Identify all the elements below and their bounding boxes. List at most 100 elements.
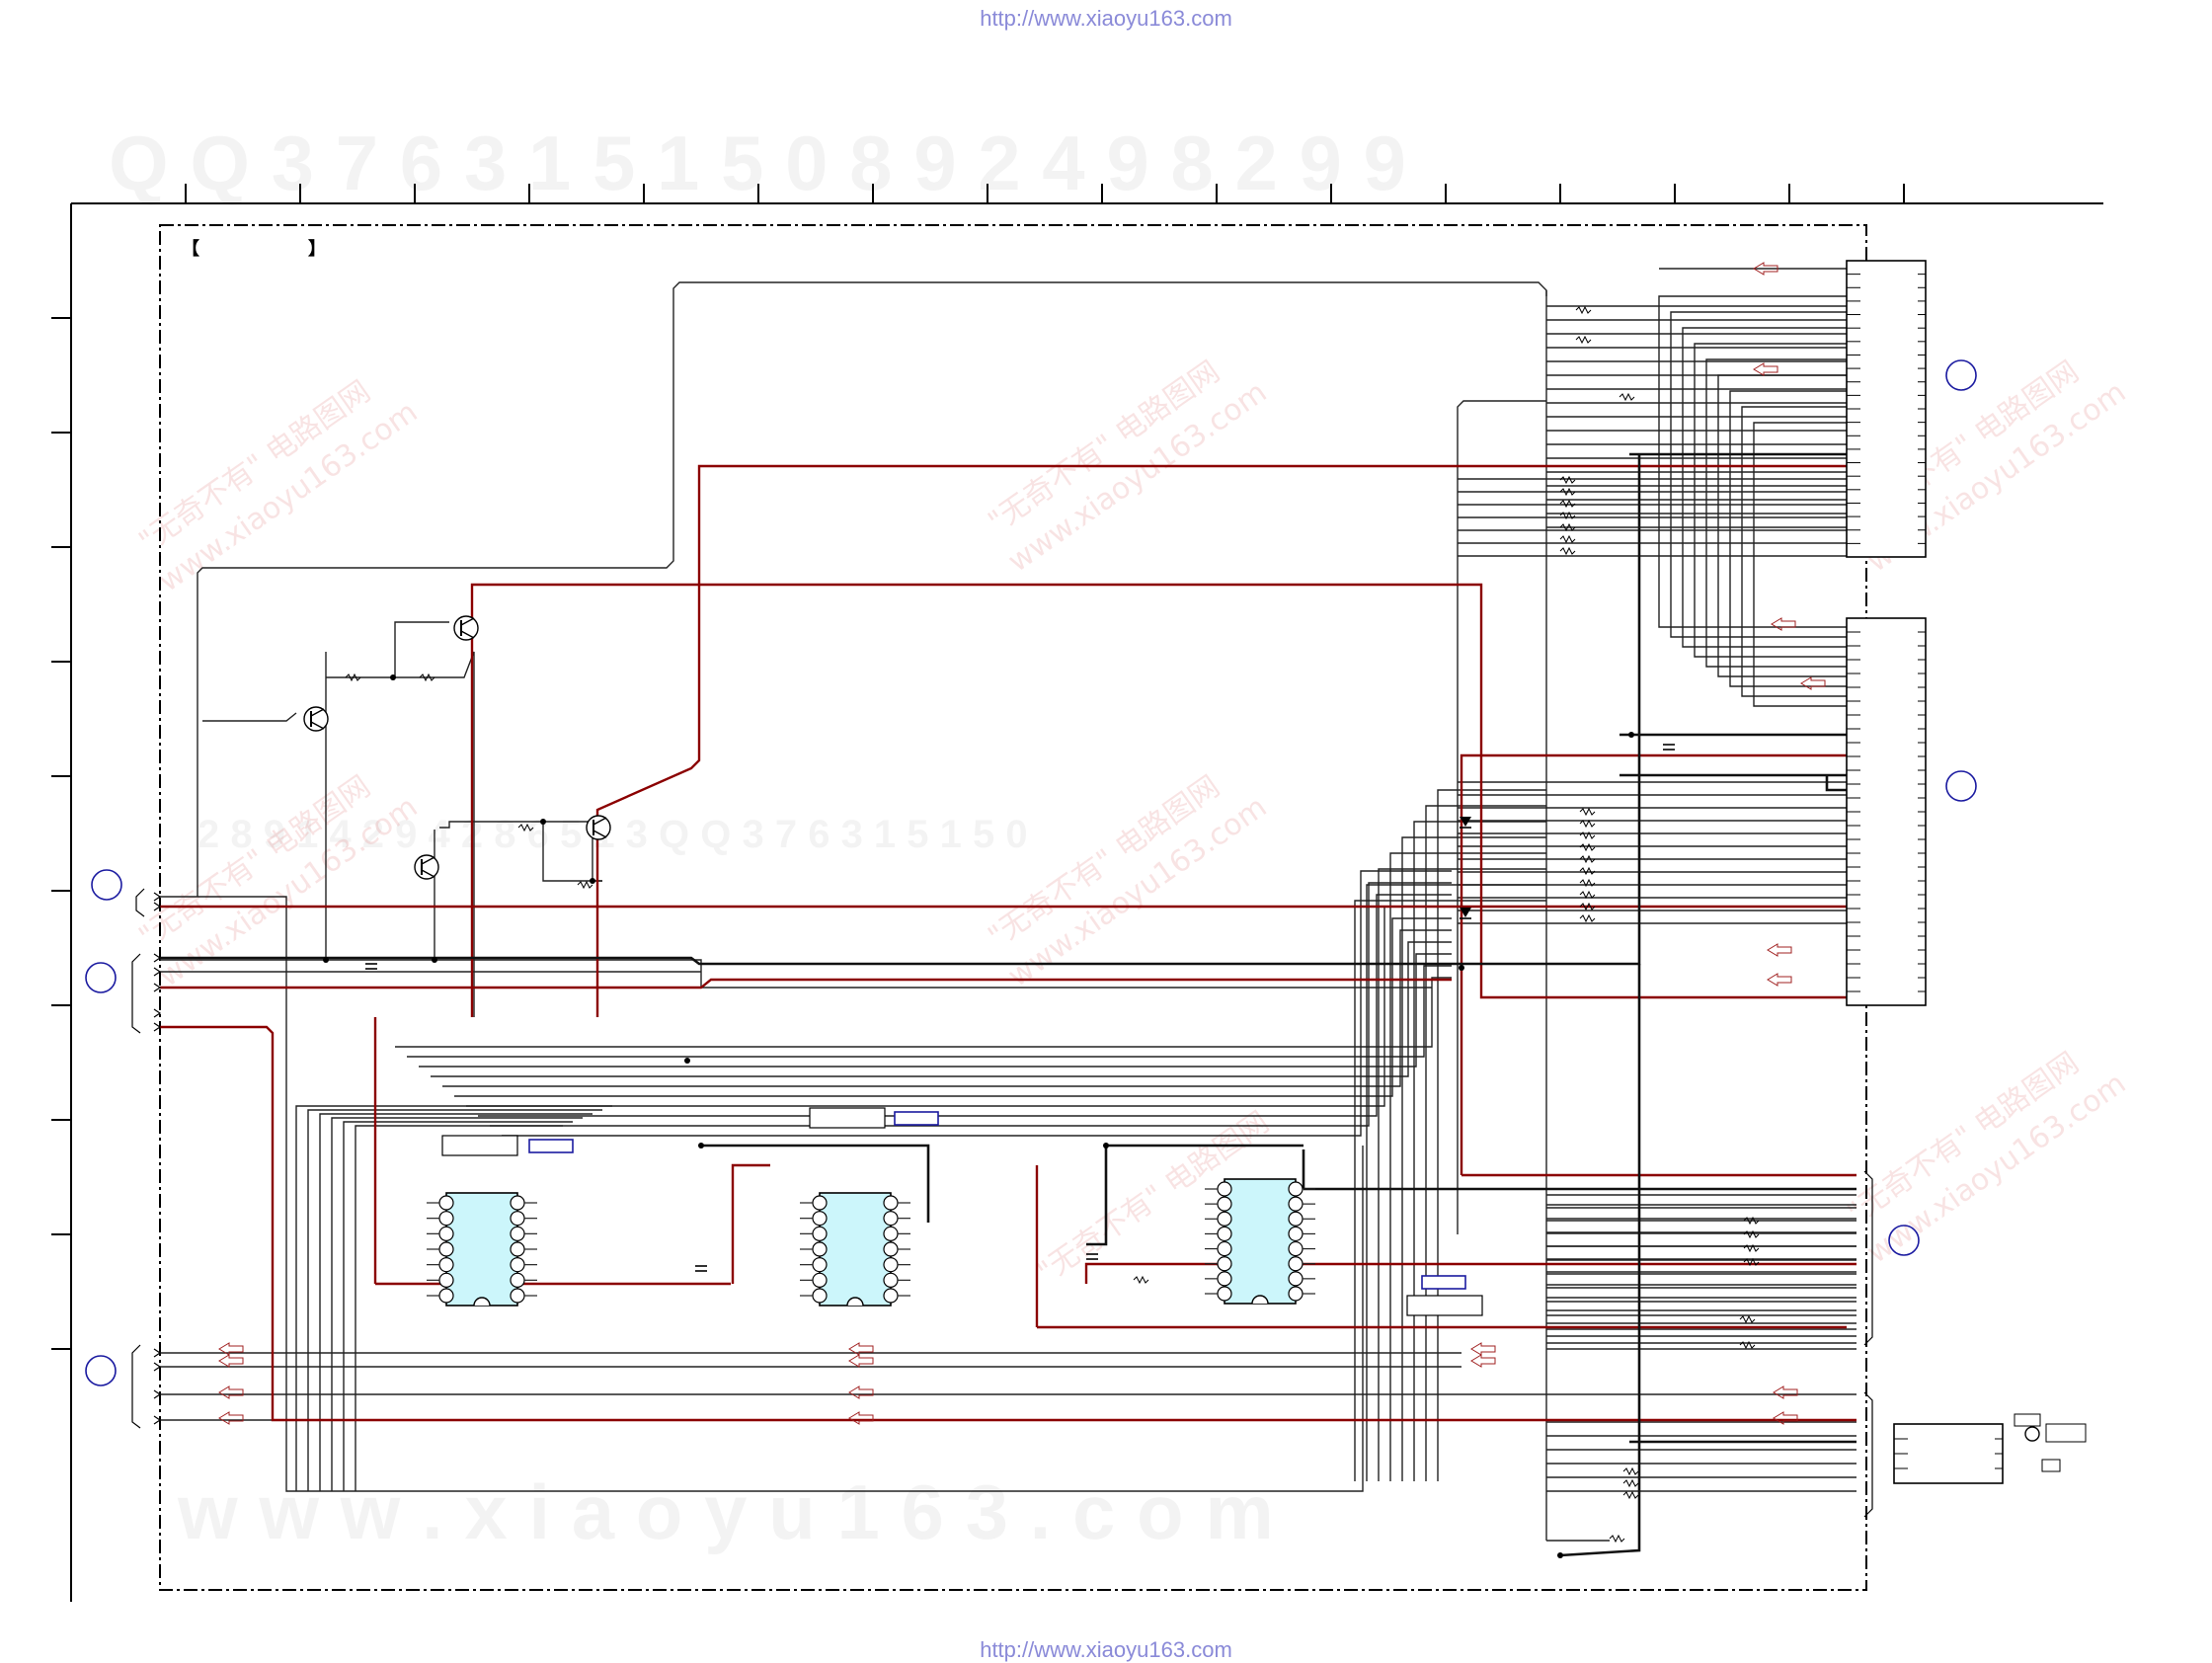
header-body bbox=[1893, 1423, 2004, 1484]
connector-circle bbox=[91, 869, 122, 901]
ic-pin bbox=[1217, 1271, 1232, 1287]
resistor bbox=[1133, 1275, 1149, 1285]
signal-arrow bbox=[1771, 617, 1796, 631]
ic-pin bbox=[1288, 1286, 1304, 1302]
wire-bottom-loop bbox=[160, 896, 1364, 1492]
wire-top-loop bbox=[197, 281, 1547, 897]
bus-1 bbox=[160, 454, 1641, 966]
small-part bbox=[2014, 1413, 2041, 1427]
signal-arrow bbox=[1773, 1386, 1798, 1399]
resistor bbox=[1739, 1340, 1756, 1350]
components bbox=[85, 260, 2087, 1558]
wire-right-loop bbox=[1413, 821, 1546, 1481]
brace bbox=[1863, 1170, 1873, 1346]
resistor bbox=[1743, 1216, 1760, 1226]
wire-bus-a bbox=[160, 959, 1432, 989]
resistor bbox=[1559, 534, 1576, 544]
ic-pin bbox=[1288, 1196, 1304, 1212]
ic-pin bbox=[883, 1195, 899, 1211]
ic-pin bbox=[438, 1288, 454, 1304]
wire-ic1-in bbox=[343, 1121, 573, 1491]
resistor bbox=[1579, 890, 1596, 900]
junction-dot bbox=[390, 674, 396, 680]
input-arrow bbox=[153, 1389, 162, 1399]
bus-9 bbox=[1086, 1146, 1108, 1246]
wire-right-loop bbox=[1354, 900, 1546, 1481]
wire-long-bus bbox=[431, 941, 1452, 1077]
input-arrow bbox=[153, 1348, 162, 1358]
input-arrow bbox=[153, 892, 162, 902]
block-label-open: 【 bbox=[182, 239, 199, 259]
wire-ic1-in bbox=[319, 1113, 592, 1491]
resistor bbox=[1579, 854, 1596, 864]
resistor bbox=[1559, 546, 1576, 556]
transistor-e bbox=[592, 830, 607, 838]
power-f bbox=[1460, 753, 1847, 1175]
resistor bbox=[419, 673, 435, 682]
connector-top bbox=[1846, 260, 1927, 558]
power-b bbox=[160, 978, 1452, 990]
footer-url[interactable]: http://www.xiaoyu163.com bbox=[980, 1637, 1232, 1662]
wire-ic1-in bbox=[307, 1109, 602, 1491]
resistor bbox=[1559, 522, 1576, 532]
ic-pin bbox=[812, 1226, 828, 1241]
signal-arrow bbox=[218, 1411, 244, 1425]
transistor-q4 bbox=[414, 854, 439, 880]
resistor bbox=[1579, 878, 1596, 888]
ic-pin bbox=[510, 1257, 525, 1273]
ic-body bbox=[445, 1192, 518, 1307]
wire-ic1-in bbox=[355, 1125, 563, 1491]
ic-pin bbox=[1217, 1256, 1232, 1272]
resistor bbox=[1609, 1534, 1625, 1544]
ic-pin bbox=[1217, 1196, 1232, 1212]
label-box bbox=[441, 1135, 518, 1156]
resistor bbox=[1559, 475, 1576, 485]
wire-header-loop bbox=[1717, 374, 1847, 677]
header-url[interactable]: http://www.xiaoyu163.com bbox=[980, 6, 1232, 31]
wire-header-loop bbox=[1741, 406, 1847, 697]
input-arrow bbox=[153, 1022, 162, 1032]
wire-long-bus bbox=[478, 894, 1452, 1117]
ic-pin bbox=[812, 1195, 828, 1211]
input-arrow bbox=[153, 1008, 162, 1018]
signal-arrow bbox=[1753, 362, 1778, 376]
transistor-c bbox=[421, 856, 435, 865]
ic-pin bbox=[883, 1211, 899, 1227]
wire-q2-base bbox=[326, 621, 449, 678]
transistor-e bbox=[421, 869, 435, 878]
input-arrow bbox=[153, 967, 162, 977]
ic-pin bbox=[510, 1226, 525, 1241]
small-part bbox=[2045, 1423, 2087, 1443]
ic-pin bbox=[510, 1195, 525, 1211]
wire-long-bus bbox=[419, 953, 1452, 1068]
ic-pin bbox=[883, 1288, 899, 1304]
input-arrow bbox=[153, 983, 162, 992]
wire-right-loop bbox=[1437, 789, 1546, 1481]
signal-arrow bbox=[218, 1386, 244, 1399]
power-c bbox=[160, 1025, 1856, 1422]
wire-long-bus bbox=[454, 917, 1452, 1097]
ic-pin bbox=[1217, 1181, 1232, 1197]
diode bbox=[1460, 817, 1471, 827]
wire-q1-base bbox=[202, 712, 297, 722]
ic-pin bbox=[1217, 1240, 1232, 1257]
ic-pin bbox=[438, 1211, 454, 1227]
wire-long-bus bbox=[442, 929, 1452, 1087]
junction-dot bbox=[323, 957, 329, 963]
resistor bbox=[1579, 902, 1596, 911]
resistor bbox=[1622, 1478, 1639, 1488]
wire-1476 bbox=[1457, 400, 1546, 1234]
signal-arrow bbox=[848, 1386, 874, 1399]
brace bbox=[1863, 1391, 1873, 1518]
ic-pin bbox=[883, 1241, 899, 1257]
resistor bbox=[1575, 305, 1592, 315]
brace bbox=[131, 953, 141, 1034]
wire-right-loop bbox=[1389, 852, 1546, 1481]
connector-circle bbox=[1888, 1225, 1920, 1256]
ic-pin bbox=[883, 1272, 899, 1288]
ic-notch bbox=[846, 1297, 864, 1307]
junction-dot bbox=[590, 878, 595, 884]
bus-12 bbox=[1825, 775, 1847, 792]
ic-pin bbox=[1288, 1226, 1304, 1242]
